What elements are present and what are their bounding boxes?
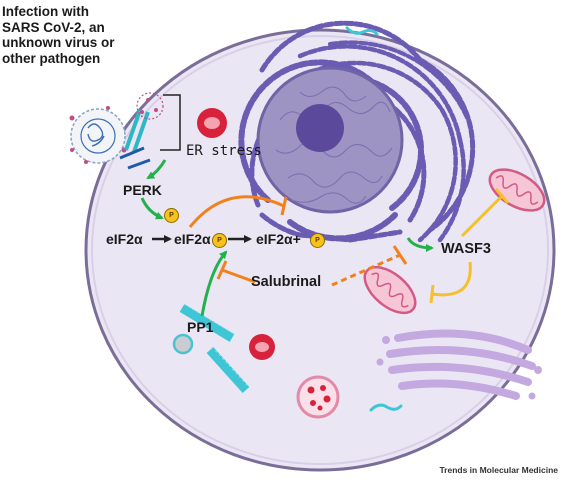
pathway-arrows bbox=[140, 159, 510, 317]
er-stress-bracket bbox=[160, 94, 181, 151]
eif2a-inhibits-nucleus bbox=[188, 195, 285, 228]
pp1-to-eif2a-arrow bbox=[200, 250, 228, 317]
squiggle-upper bbox=[345, 26, 379, 36]
mitochondrion-upper bbox=[488, 168, 546, 212]
red-blood-cell-lower bbox=[249, 334, 275, 360]
golgi-apparatus bbox=[376, 329, 542, 400]
red-blood-cell-upper bbox=[197, 108, 227, 138]
salubrinal-label: Salubrinal bbox=[251, 274, 322, 290]
cell-inner-rim bbox=[91, 35, 549, 465]
er-stress-to-perk-arrow bbox=[146, 159, 167, 180]
er-to-wasf3-arrow bbox=[406, 237, 434, 252]
endoplasmic-reticulum bbox=[238, 20, 476, 243]
receptor-complex bbox=[119, 92, 164, 170]
er-stress-label: ER stress bbox=[186, 143, 262, 159]
phospho-badge-eif2a: P bbox=[212, 233, 227, 248]
squiggle-lower bbox=[369, 403, 403, 412]
lysosome bbox=[296, 375, 340, 419]
wasf3-label: WASF3 bbox=[441, 241, 491, 257]
nucleolus bbox=[296, 104, 344, 152]
chromatin bbox=[275, 86, 393, 204]
wasf3-inhibits-upper-mito bbox=[460, 194, 504, 238]
virus-particle bbox=[69, 106, 127, 164]
eif2a-label: eIF2α bbox=[106, 231, 143, 247]
cell-membrane bbox=[84, 28, 556, 472]
eif2a-phospho-label: eIF2α bbox=[174, 231, 211, 247]
perk-label: PERK bbox=[123, 182, 162, 198]
mitochondrion-lower bbox=[363, 265, 417, 315]
cytoskeleton-filament-lower bbox=[206, 346, 250, 394]
pp1-label: PP1 bbox=[187, 319, 214, 335]
salubrinal-inhibits-pp1 bbox=[221, 268, 256, 284]
wasf3-inhibits-lower-mito bbox=[431, 261, 472, 297]
vesicle bbox=[172, 333, 194, 355]
journal-credit: Trends in Molecular Medicine bbox=[439, 465, 558, 475]
salubrinal-inhibits-wasf3-dashed bbox=[331, 253, 401, 287]
phospho-badge-eif2a-plus: P bbox=[310, 233, 325, 248]
phospho-badge-perk: P bbox=[164, 208, 179, 223]
cytoskeleton-filament-upper bbox=[179, 303, 235, 342]
intro-text: Infection with SARS CoV-2, an unknown vi… bbox=[2, 4, 115, 66]
perk-to-eif2a-arrow bbox=[140, 197, 164, 220]
eif2a-plus-label: eIF2α+ bbox=[256, 231, 301, 247]
